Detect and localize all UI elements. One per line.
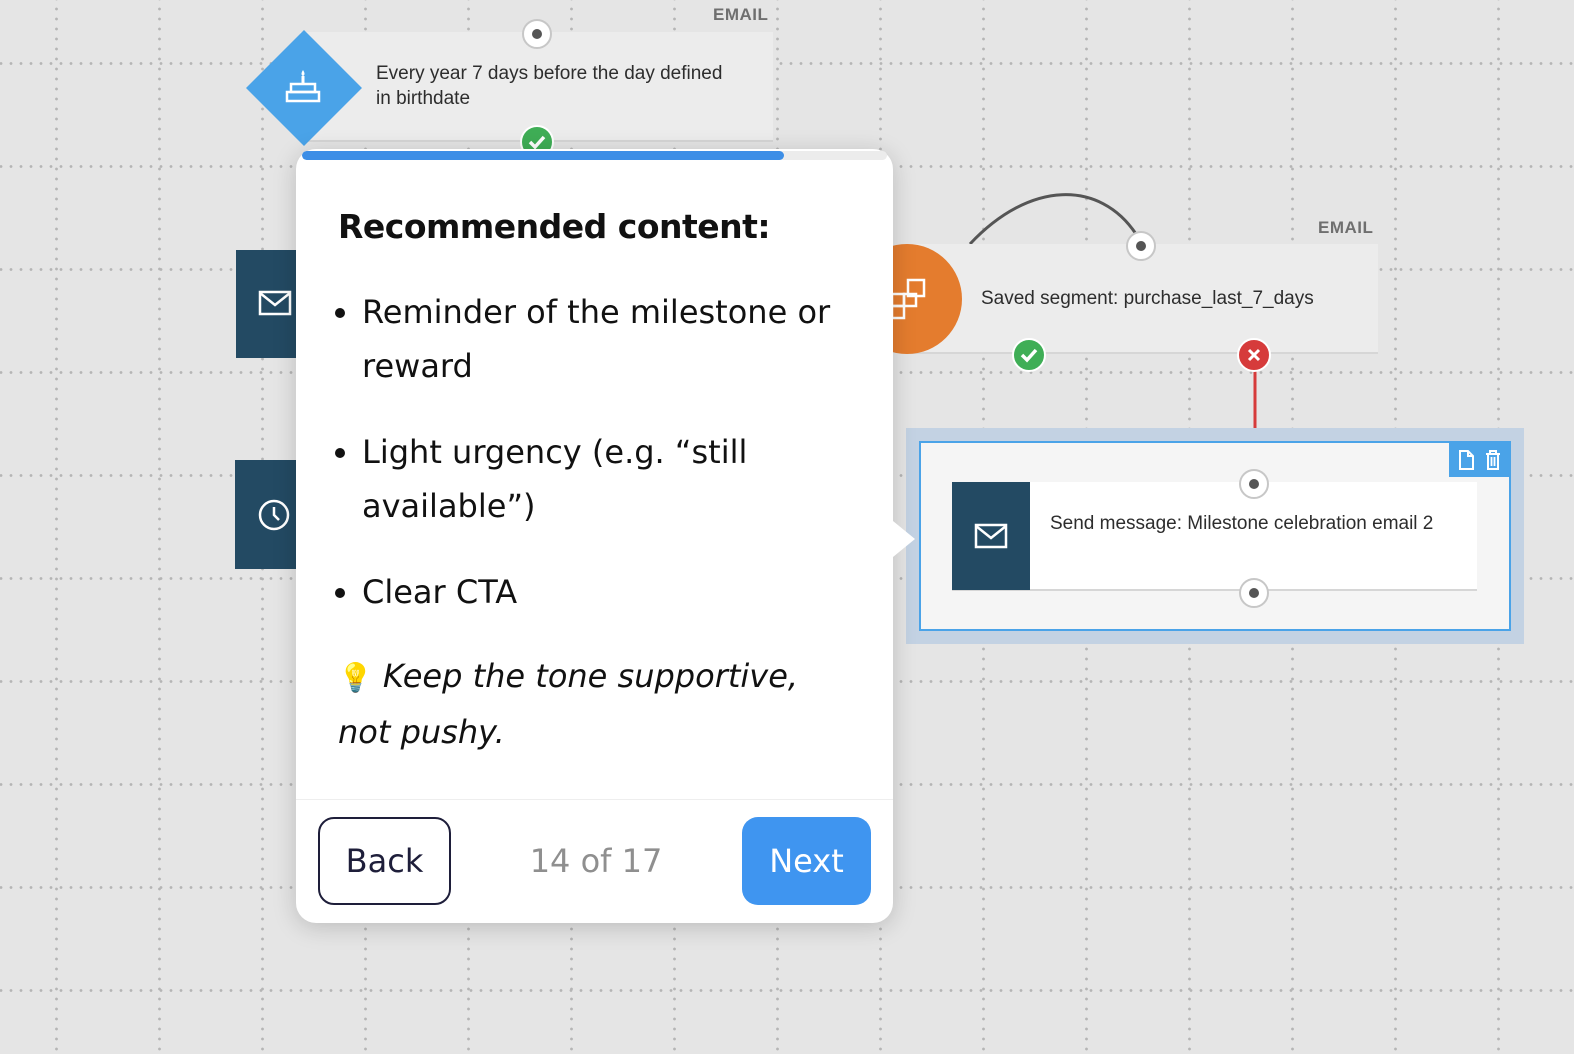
- send-node-tile[interactable]: [952, 482, 1030, 590]
- check-icon: [528, 135, 546, 150]
- segment-input-port[interactable]: [1126, 231, 1156, 261]
- send-node-label: Send message: Milestone celebration emai…: [1050, 513, 1434, 534]
- lightbulb-icon: 💡: [338, 661, 373, 694]
- send-input-port[interactable]: [1239, 469, 1269, 499]
- check-icon: [1020, 348, 1038, 363]
- close-icon: [1247, 348, 1261, 362]
- trigger-input-port[interactable]: [522, 19, 552, 49]
- connector-segment-loop: [968, 193, 1138, 246]
- trash-icon[interactable]: [1483, 449, 1503, 471]
- trigger-node-card[interactable]: [300, 32, 773, 142]
- segment-yes-port[interactable]: [1012, 338, 1046, 372]
- tour-footer: Back 14 of 17 Next: [296, 799, 893, 924]
- segment-node-type: EMAIL: [1318, 218, 1374, 237]
- document-icon[interactable]: [1456, 449, 1476, 471]
- next-button[interactable]: Next: [742, 817, 871, 905]
- back-button[interactable]: Back: [318, 817, 451, 905]
- tour-progress: [302, 151, 887, 160]
- segment-node-label: Saved segment: purchase_last_7_days: [981, 288, 1314, 309]
- tour-step-counter: 14 of 17: [529, 842, 663, 880]
- tour-list-item: Reminder of the milestone or reward: [362, 285, 902, 393]
- segment-node-card[interactable]: [910, 244, 1378, 354]
- envelope-icon: [258, 290, 292, 316]
- tour-list-item: Clear CTA: [362, 565, 902, 619]
- segment-no-port[interactable]: [1237, 338, 1271, 372]
- send-node-card[interactable]: [952, 482, 1477, 591]
- tour-progress-fill: [302, 151, 785, 160]
- trigger-node-label: Every year 7 days before the day defined…: [376, 63, 723, 109]
- send-output-port[interactable]: [1239, 578, 1269, 608]
- tour-list-item: Light urgency (e.g. “still available”): [362, 425, 902, 533]
- trigger-node-type: EMAIL: [713, 5, 769, 24]
- tour-list: Reminder of the milestone or reward Ligh…: [322, 285, 902, 651]
- email-node-left[interactable]: [236, 250, 298, 358]
- clock-icon: [258, 499, 290, 531]
- tour-tip: 💡Keep the tone supportive, not pushy.: [338, 649, 858, 759]
- send-node-toolbar: [1449, 443, 1509, 477]
- cake-icon: [285, 70, 321, 103]
- tour-popover: Recommended content: Reminder of the mil…: [296, 149, 915, 924]
- tour-title: Recommended content:: [338, 207, 771, 246]
- tour-tip-text: Keep the tone supportive, not pushy.: [338, 657, 799, 751]
- wait-node-left[interactable]: [235, 460, 297, 569]
- envelope-icon: [974, 523, 1008, 549]
